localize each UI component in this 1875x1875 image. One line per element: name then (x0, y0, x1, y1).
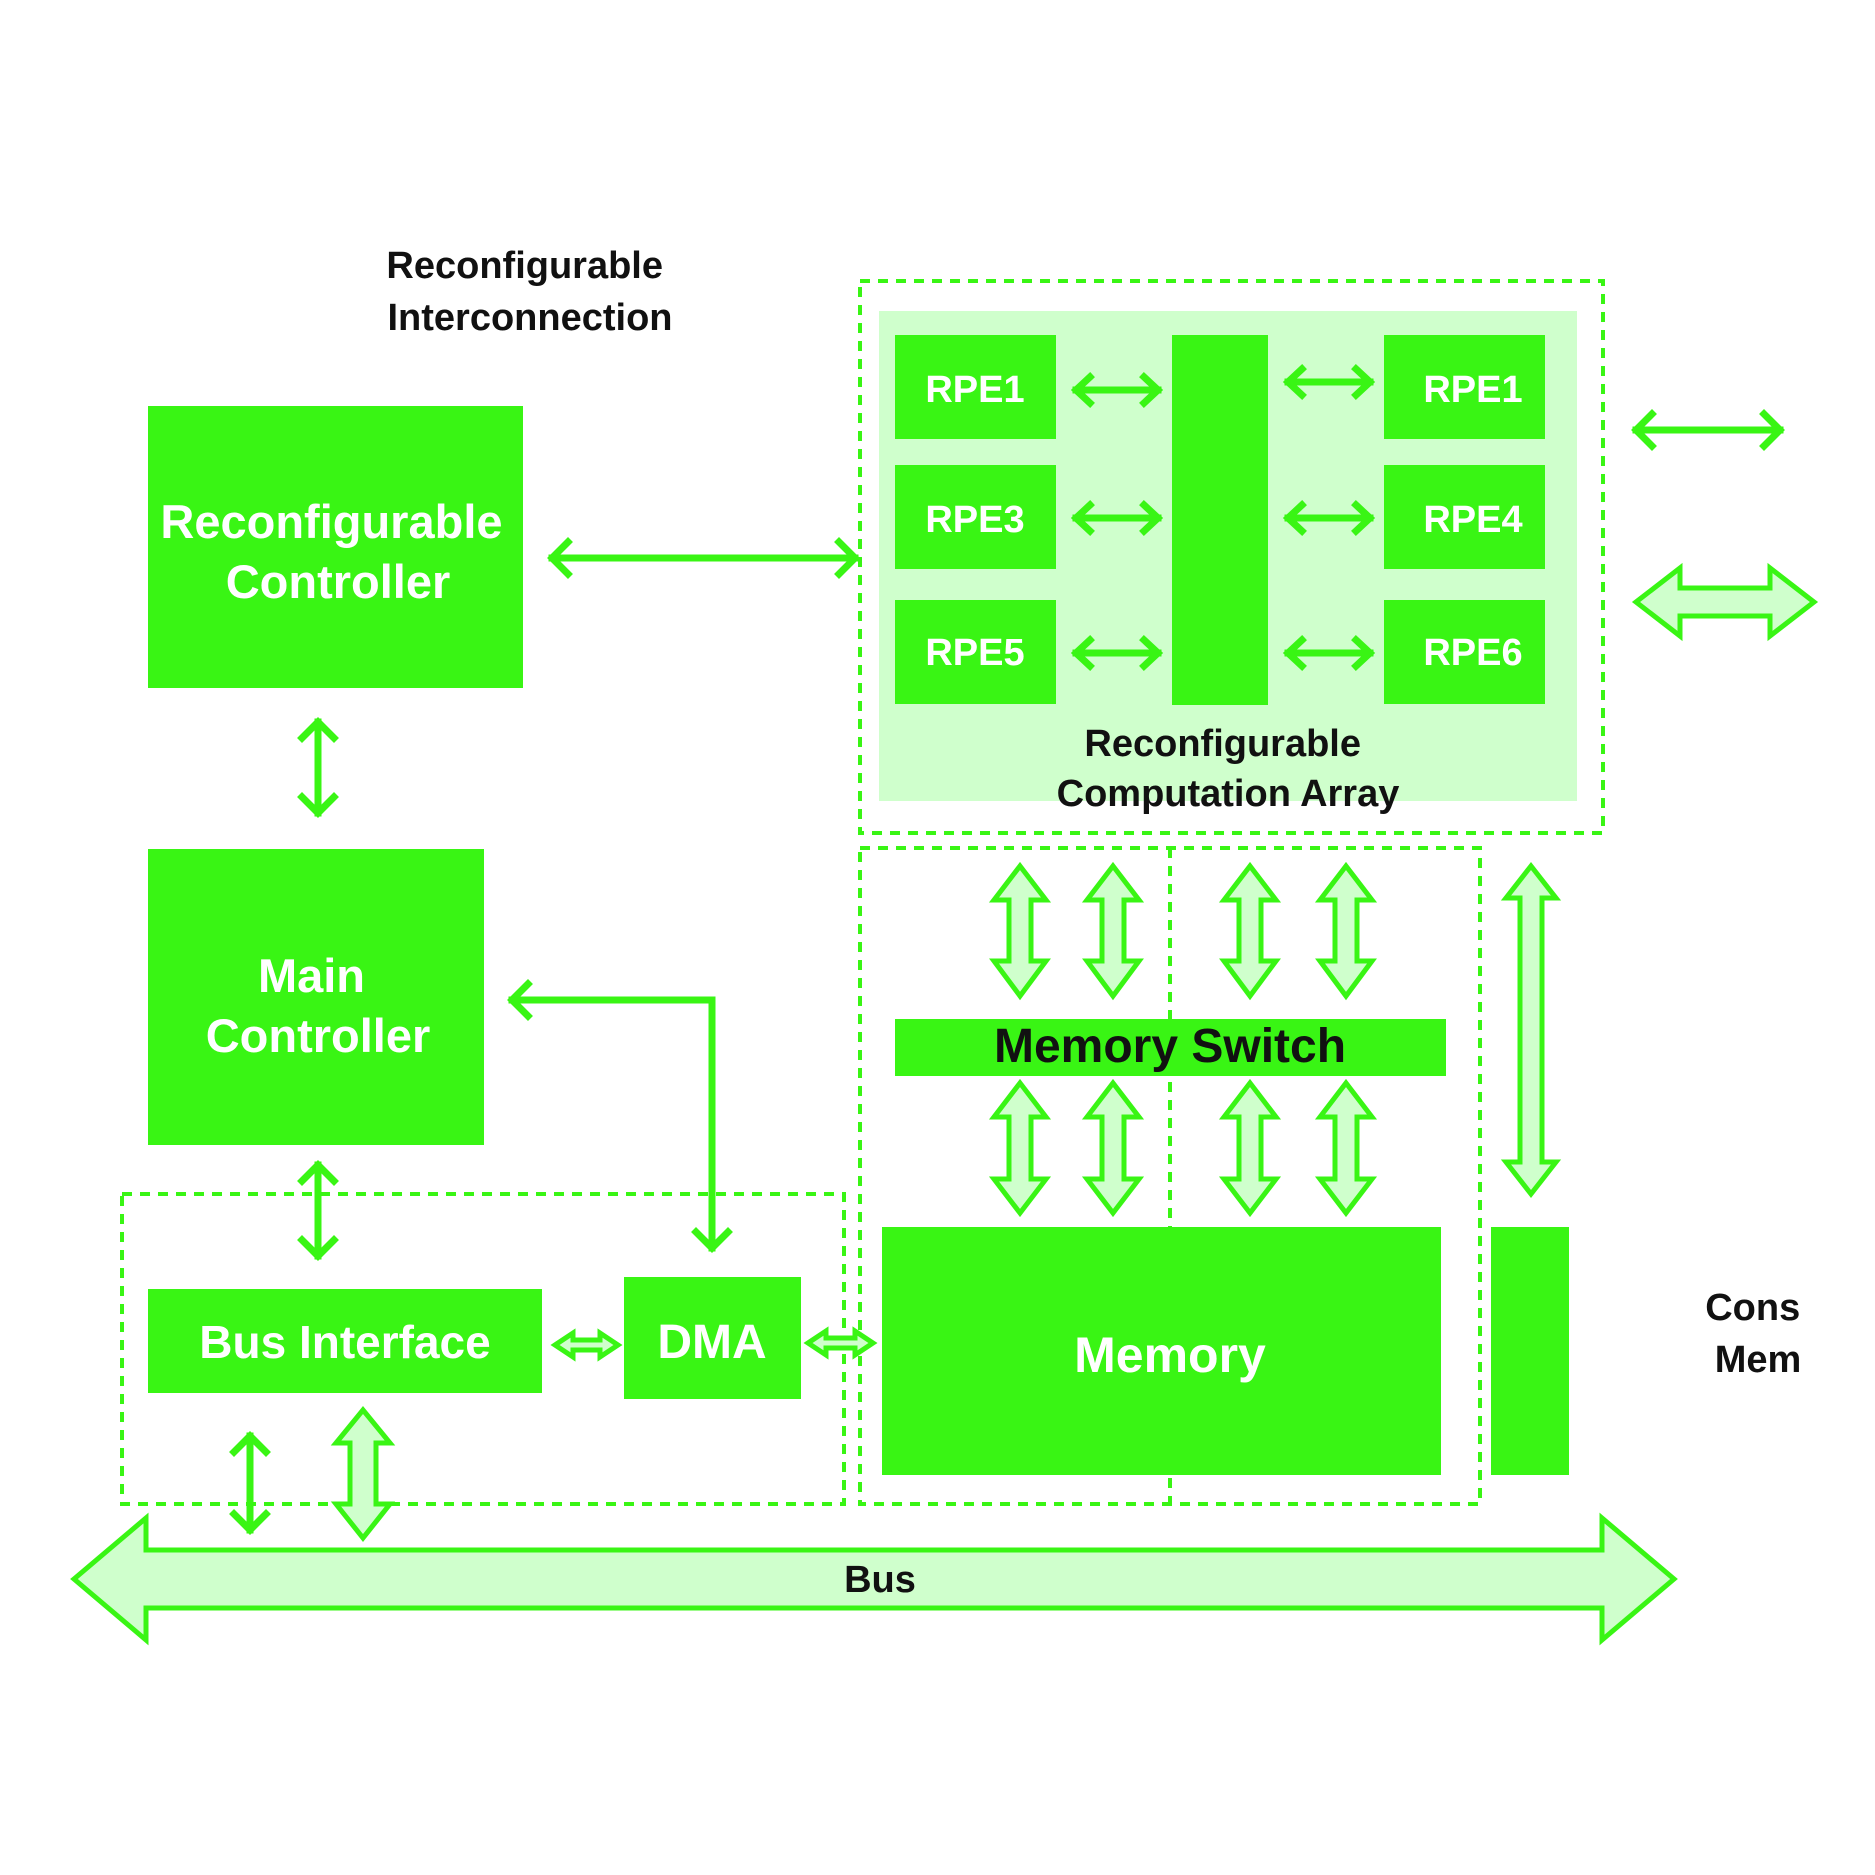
bus-interface-label: Bus Interface (199, 1316, 490, 1368)
arrow-rca-switch-1 (988, 861, 1052, 1001)
arrow-main-businterface (297, 1160, 339, 1261)
rpe-label-left-2: RPE3 (925, 499, 1024, 541)
rpe-box-right-1 (1384, 335, 1545, 439)
reconfigurable-controller-label: Reconfigurable Controller (160, 495, 515, 608)
reconfigurable-controller-box (148, 406, 523, 688)
main-controller-label: Main Controller (206, 949, 431, 1062)
arrow-rpe-right-2 (1282, 500, 1376, 536)
dma-label: DMA (657, 1316, 766, 1369)
memory-switch-box (895, 1019, 1446, 1076)
bus-arrow (70, 1512, 1678, 1646)
arrow-rca-switch-4 (1314, 861, 1378, 1001)
arrow-rpe-left-3 (1070, 635, 1164, 671)
arrow-rca-switch-2 (1081, 861, 1145, 1001)
bus-interface-box (148, 1289, 542, 1393)
memory-box (882, 1227, 1441, 1475)
constant-memory-label: Cons Mem (1705, 1287, 1811, 1381)
arrow-rpe-right-3 (1282, 635, 1376, 671)
rpe-box-left-2 (895, 465, 1056, 569)
arrow-rca-switch-3 (1218, 861, 1282, 1001)
rpe-box-left-3 (895, 600, 1056, 704)
arrow-main-dma (507, 979, 733, 1253)
arrow-businterface-bus-thin (229, 1431, 271, 1535)
arrow-switch-memory-3 (1218, 1078, 1282, 1218)
rpe-box-right-3 (1384, 600, 1545, 704)
arrow-businterface-bus-hollow (330, 1406, 396, 1543)
rca-region-border (858, 279, 1605, 835)
arrow-businterface-dma (550, 1328, 623, 1362)
arrow-dma-memory (803, 1326, 878, 1360)
arrow-switch-memory-2 (1081, 1078, 1145, 1218)
rpe-label-right-3: RPE6 (1423, 632, 1522, 674)
rca-label: Reconfigurable Computation Array (1057, 723, 1400, 815)
interconnect-label: Reconfigurable Interconnection (386, 245, 673, 339)
rpe-box-right-2 (1384, 465, 1545, 569)
arrow-switch-memory-1 (988, 1078, 1052, 1218)
memory-switch-label: Memory Switch (994, 1020, 1346, 1073)
rpe-label-right-1: RPE1 (1423, 369, 1522, 411)
dma-box (624, 1277, 801, 1399)
rpe-box-left-1 (895, 335, 1056, 439)
bus-interface-region-border (120, 1192, 846, 1506)
hollow-arrows (70, 562, 1819, 1646)
constant-memory-box (1491, 1227, 1569, 1475)
arrow-rc-main (297, 717, 339, 818)
arrow-rc-rca (547, 537, 860, 579)
arrow-rca-constmem (1500, 861, 1562, 1199)
rpe-label-right-2: RPE4 (1423, 499, 1522, 541)
memory-label: Memory (1074, 1327, 1266, 1383)
arrow-rpe-right-1 (1282, 364, 1376, 400)
arrow-external-wide (1631, 562, 1819, 642)
arrow-rpe-left-2 (1070, 500, 1164, 536)
rpe-label-left-1: RPE1 (925, 369, 1024, 411)
arrow-external-thin (1631, 409, 1785, 451)
main-controller-box (148, 849, 484, 1145)
arrow-rpe-left-1 (1070, 372, 1164, 408)
interconnect-bar (1172, 335, 1268, 705)
thin-arrows (229, 364, 1785, 1535)
rpe-label-left-3: RPE5 (925, 632, 1024, 674)
arrow-switch-memory-4 (1314, 1078, 1378, 1218)
bus-label: Bus (844, 1559, 916, 1601)
